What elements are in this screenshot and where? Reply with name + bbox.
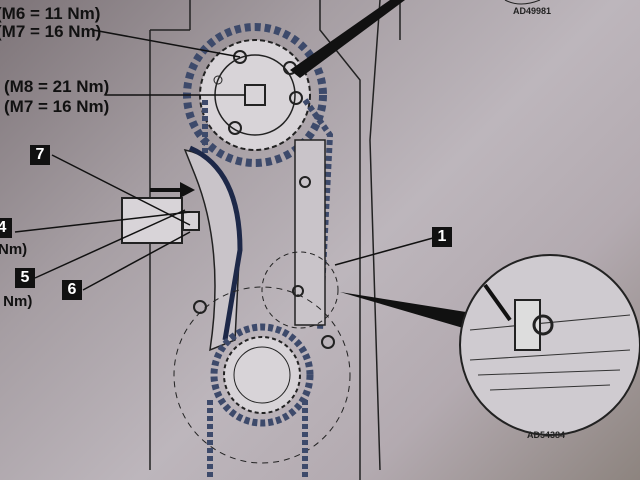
torque-top-2: (M7 = 16 Nm) [0, 22, 102, 41]
callout-7: 7 [30, 145, 50, 165]
engine-block-outline [149, 0, 381, 480]
crankshaft-sprocket [173, 286, 351, 464]
arrow-icon [150, 182, 195, 198]
figure-code-main: AD49981 [513, 6, 552, 16]
torque-mid-2: (M7 = 16 Nm) [4, 97, 110, 116]
torque-top-1: (M6 = 11 Nm) [0, 4, 101, 23]
figure-code-detail: AD54384 [527, 430, 566, 440]
callout-1: 1 [432, 227, 452, 247]
torque-mid-1: (M8 = 21 Nm) [4, 77, 110, 96]
camshaft-sprocket [183, 23, 327, 167]
fixed-guide [294, 139, 326, 326]
callout-6: 6 [62, 280, 82, 300]
tensioner [121, 197, 183, 244]
label-5-torque: ) Nm) [0, 293, 33, 310]
label-4-torque: Nm) [0, 241, 28, 258]
callout-5: 5 [15, 268, 35, 288]
callout-4: 4 [0, 218, 12, 238]
detail-view [459, 254, 640, 436]
